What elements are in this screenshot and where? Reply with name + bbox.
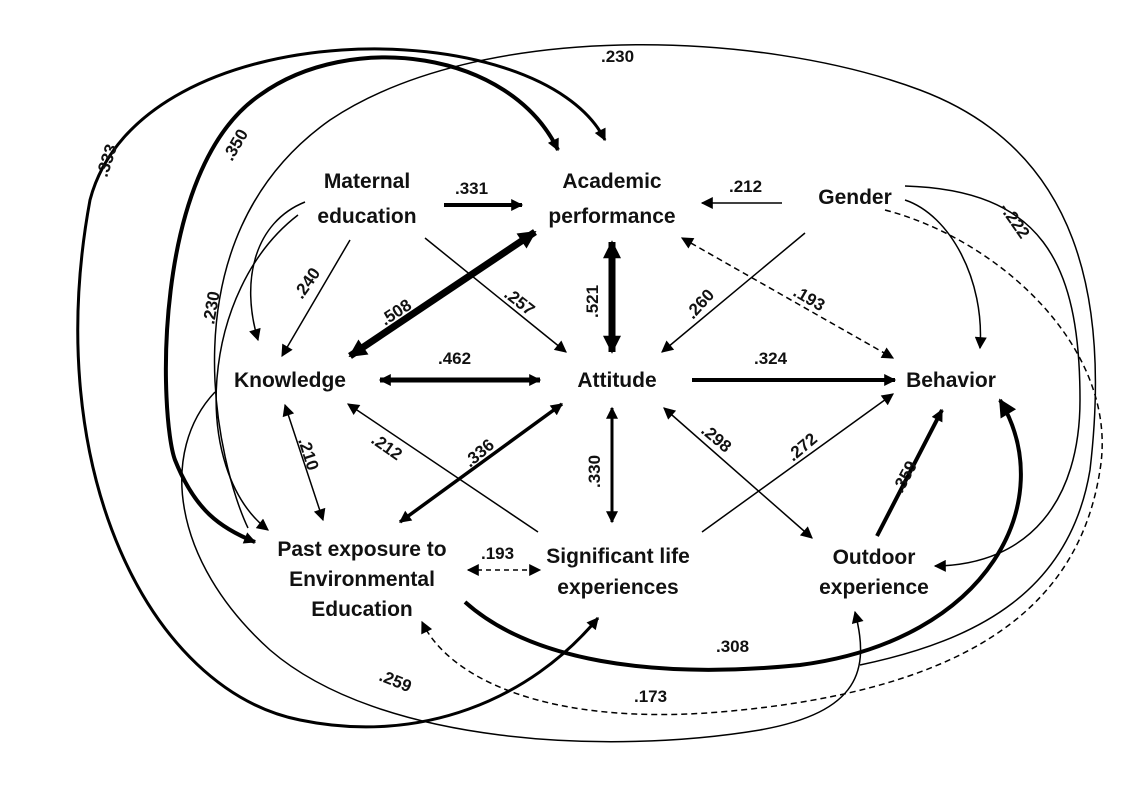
edge-attitude-outdoor — [663, 407, 813, 539]
node-maternal-education-line2: education — [317, 205, 416, 228]
node-past-exposure-line2: Environmental — [289, 568, 435, 591]
node-knowledge-line1: Knowledge — [234, 369, 346, 392]
edge-maternal-pastexposure — [215, 214, 299, 531]
coef-maternal-academic: .331 — [455, 179, 488, 198]
edge-knowledge-outdoor — [181, 391, 864, 743]
node-attitude: Attitude — [577, 369, 656, 392]
edge-gender-outdoor — [904, 185, 1081, 572]
coef-gender-pastexposure: .173 — [634, 687, 667, 706]
edge-pastexposure-attitude — [398, 402, 564, 524]
edge-maternal-attitude — [424, 237, 567, 353]
node-outdoor-experience: Outdoor experience — [819, 546, 929, 599]
coef-maternal-pastexposure: .230 — [199, 290, 223, 326]
edge-maternal-knowledge-direct — [281, 239, 351, 358]
edge-outdoor-behavior — [875, 408, 944, 537]
node-significant-life-line1: Significant life — [546, 545, 690, 568]
coef-attitude-outdoor: .298 — [697, 421, 735, 457]
node-knowledge: Knowledge — [234, 369, 346, 392]
node-outdoor-experience-line2: experience — [819, 576, 929, 599]
node-gender-line1: Gender — [818, 186, 892, 209]
edge-gender-attitude — [661, 232, 806, 353]
node-past-exposure-line1: Past exposure to — [277, 538, 446, 561]
coef-knowledge-pastexposure: .210 — [294, 435, 322, 472]
node-behavior: Behavior — [906, 369, 996, 392]
path-edges — [76, 44, 1103, 743]
node-significant-life-line2: experiences — [557, 576, 678, 599]
coef-gender-attitude: .260 — [682, 285, 718, 322]
edge-pastexposure-academic-outer — [213, 44, 1097, 666]
coef-academic-behavior: .193 — [790, 282, 828, 315]
edge-knowledge-pastexposure — [282, 403, 326, 522]
edge-academic-knowledge — [348, 229, 537, 359]
node-attitude-line1: Attitude — [577, 369, 656, 392]
node-significant-life: Significant life experiences — [546, 545, 690, 599]
node-academic-performance-line2: performance — [548, 205, 675, 228]
coef-maternal-knowledge-direct: .240 — [290, 264, 325, 302]
node-labels: Maternal education Academic performance … — [234, 170, 996, 621]
coef-knowledge-academic-outer: .333 — [93, 142, 121, 179]
edge-maternal-knowledge — [249, 201, 306, 342]
coef-pastexposure-behavior: .308 — [716, 637, 749, 656]
coef-academic-attitude: .521 — [583, 285, 602, 318]
node-past-exposure-line3: Education — [311, 598, 413, 621]
edge-maternal-academic-outer — [163, 55, 560, 544]
node-gender: Gender — [818, 186, 892, 209]
edge-significant-knowledge — [347, 403, 539, 533]
coef-gender-academic: .212 — [729, 177, 762, 196]
node-maternal-education: Maternal education — [317, 170, 416, 228]
node-maternal-education-line1: Maternal — [324, 170, 410, 193]
node-outdoor-experience-line1: Outdoor — [833, 546, 916, 569]
node-behavior-line1: Behavior — [906, 369, 996, 392]
node-academic-performance: Academic performance — [548, 170, 675, 228]
coef-attitude-significant: .330 — [585, 455, 604, 488]
edge-significant-behavior — [701, 393, 894, 533]
coef-attitude-behavior: .324 — [754, 349, 788, 368]
coef-knowledge-attitude: .462 — [438, 349, 471, 368]
node-academic-performance-line1: Academic — [562, 170, 662, 193]
coef-significant-knowledge: .212 — [368, 430, 406, 465]
edge-gender-behavior — [904, 199, 987, 350]
coef-pastexposure-significant: .193 — [481, 544, 514, 563]
coef-knowledge-significant: .259 — [377, 666, 415, 696]
edge-pastexposure-behavior — [463, 398, 1023, 672]
edge-gender-pastexposure — [421, 209, 1103, 716]
node-past-exposure: Past exposure to Environmental Education — [277, 538, 446, 621]
edge-academic-behavior — [680, 237, 895, 359]
coef-gender-outdoor: -.222 — [996, 199, 1034, 242]
coef-pastexposure-academic-outer: .230 — [601, 47, 634, 66]
